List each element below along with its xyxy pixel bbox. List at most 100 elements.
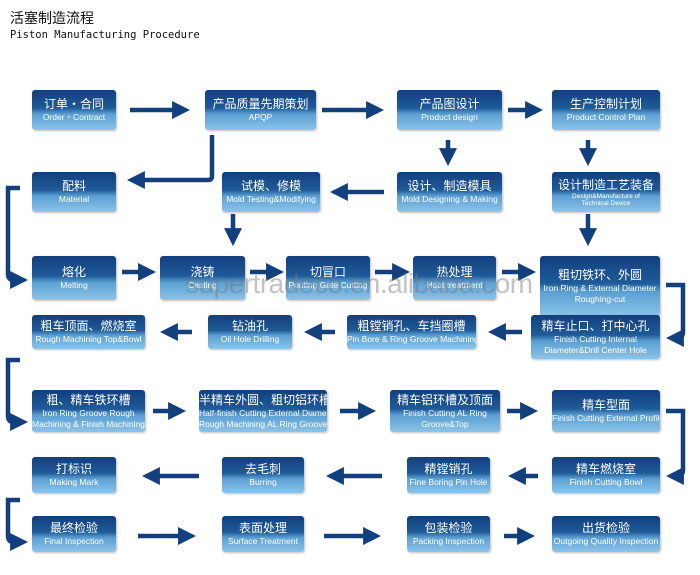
step-en: Final Inspection [44,536,104,546]
step-en: Pin Bore & Ring Groove Machining [347,334,476,344]
step-en: Order・Contract [42,112,106,122]
step-cn: 最终检验 [49,521,98,535]
arrow-apqp-material [126,135,215,189]
step-en: Melting [60,280,88,290]
arrow-rough-groove [5,357,29,431]
step-en: Packing Inspection [412,536,485,546]
step-cn: 热处理 [436,265,473,279]
step-en: Product Control Plan [566,112,646,122]
step-en: Outgoing Quality Inspection [553,536,659,546]
step-en: Mold Testing&Modifying [226,194,316,204]
arrow-material-melting [5,185,29,289]
step-en: Fine Boring Pin Hole [409,477,488,487]
step-en-2: Groove&Top [421,418,469,429]
step-en: Heat treatment [426,280,483,290]
step-cn: 打标识 [55,462,92,476]
step-en: Material [58,194,90,204]
step-en: Making Mark [49,477,99,487]
step-cn: 精镗销孔 [424,462,473,476]
step-en: Mold Designing & Making [401,194,498,204]
step-cn: 钻油孔 [231,319,268,333]
step-en: Surface Treatment [228,536,298,546]
step-en: Casting [188,280,217,290]
step-en: Design&Manufacture of [572,192,640,200]
step-en-2: Technical Device [581,199,631,207]
step-cn: 配料 [61,179,86,193]
step-en: Rough Machining Top&Bowl [35,334,142,344]
step-cn: 粗镗销孔、车挡圈槽 [357,319,466,333]
step-cn: 出货检验 [581,521,630,535]
step-en: Burring [249,477,277,487]
step-en-2: Rough Machining AL Ring Groove [199,418,327,429]
step-cn: 试模、修模 [240,179,301,193]
arrow-mark-final [5,497,29,551]
title-chinese: 活塞制造流程 [10,11,94,27]
step-en: Pouting Gate Cutting [288,280,368,290]
step-en: Finish Cutting Bowl [569,477,643,487]
step-cn: 设计制造工艺装备 [557,177,654,192]
step-en: Product design [421,112,478,122]
step-en: Finish Cutting External Profile [552,413,660,423]
step-cn: 订单・合同 [43,97,104,111]
step-cn: 切冒口 [309,265,346,279]
step-en: Iron Ring & External Diameter [543,282,657,293]
step-cn: 设计、制造模具 [407,179,492,193]
step-cn: 粗、精车铁环槽 [46,392,131,407]
step-en: APQP [248,112,273,122]
step-cn: 精车型面 [581,398,630,412]
step-en: Iron Ring Groove Rough [42,407,135,418]
step-cn: 精车止口、打中心孔 [541,318,650,333]
step-cn: 精车铝环槽及顶面 [396,392,493,407]
step-cn: 产品图设计 [419,97,480,111]
step-en-2: Machining & Finish Machining [32,418,145,429]
arrow-profile-bowl [665,408,686,485]
step-en: Half-finish Cutting External Diameter [199,407,327,418]
step-cn: 半精车外圆、粗切铝环槽 [199,392,327,407]
step-cn: 去毛刺 [244,462,281,476]
step-en: Finish Cutting AL Ring [403,407,487,418]
step-cn: 生产控制计划 [569,97,642,111]
title-english: Piston Manufacturing Procedure [10,29,200,41]
step-cn: 精车燃烧室 [575,462,636,476]
step-cn: 产品质量先期策划 [212,97,309,111]
watermark: supertradeco.en.alibaba.com [185,268,533,299]
arrow-iron-finish [665,282,686,347]
step-cn: 粗切铁环、外圆 [557,267,642,282]
step-en: Oil Hole Drilling [220,334,280,344]
step-cn: 表面处理 [238,521,287,535]
step-cn: 浇铸 [190,265,215,279]
step-cn: 粗车顶面、燃烧室 [40,319,137,333]
step-en-2: Roughing-cut [574,293,626,304]
step-en-2: Diameter&Drill Center Hole [544,344,647,355]
step-cn: 包装检验 [424,521,473,535]
